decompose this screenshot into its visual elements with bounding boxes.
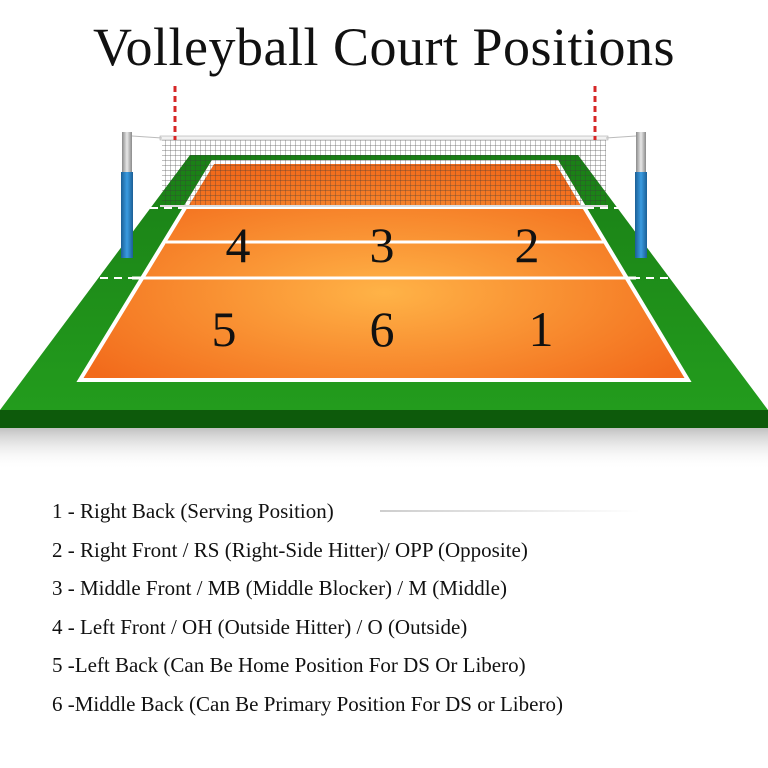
pole-right [635, 172, 647, 258]
position-6-label: 6 [370, 301, 395, 357]
floor-edge [0, 410, 768, 428]
pole-right-top [636, 132, 646, 172]
net-mesh [162, 138, 606, 206]
net-cable-right [605, 135, 637, 139]
legend-item-3: 3 - Middle Front / MB (Middle Blocker) /… [52, 576, 507, 600]
legend-item-6: 6 -Middle Back (Can Be Primary Position … [52, 691, 563, 716]
legend-underline [380, 510, 640, 512]
court-svg: 4 3 2 5 6 1 [0, 86, 768, 470]
legend-item-1: 1 - Right Back (Serving Position) [52, 499, 334, 523]
legend-item-2: 2 - Right Front / RS (Right-Side Hitter)… [52, 537, 528, 562]
position-2-label: 2 [515, 217, 540, 273]
net-cable-left [131, 135, 163, 139]
page-title: Volleyball Court Positions [92, 17, 676, 77]
legend-item-4: 4 - Left Front / OH (Outside Hitter) / O… [52, 614, 468, 639]
floor-shadow [0, 425, 768, 470]
position-legend: 1 - Right Back (Serving Position) 2 - Ri… [52, 496, 752, 727]
legend-item-5: 5 -Left Back (Can Be Home Position For D… [52, 653, 526, 677]
court-surface [80, 162, 688, 380]
pole-left-top [122, 132, 132, 172]
pole-left [121, 172, 133, 258]
court-illustration: 4 3 2 5 6 1 [0, 80, 768, 480]
net-top-band [159, 135, 609, 141]
position-4-label: 4 [226, 217, 251, 273]
position-3-label: 3 [370, 217, 395, 273]
position-5-label: 5 [212, 301, 237, 357]
position-1-label: 1 [529, 301, 554, 357]
